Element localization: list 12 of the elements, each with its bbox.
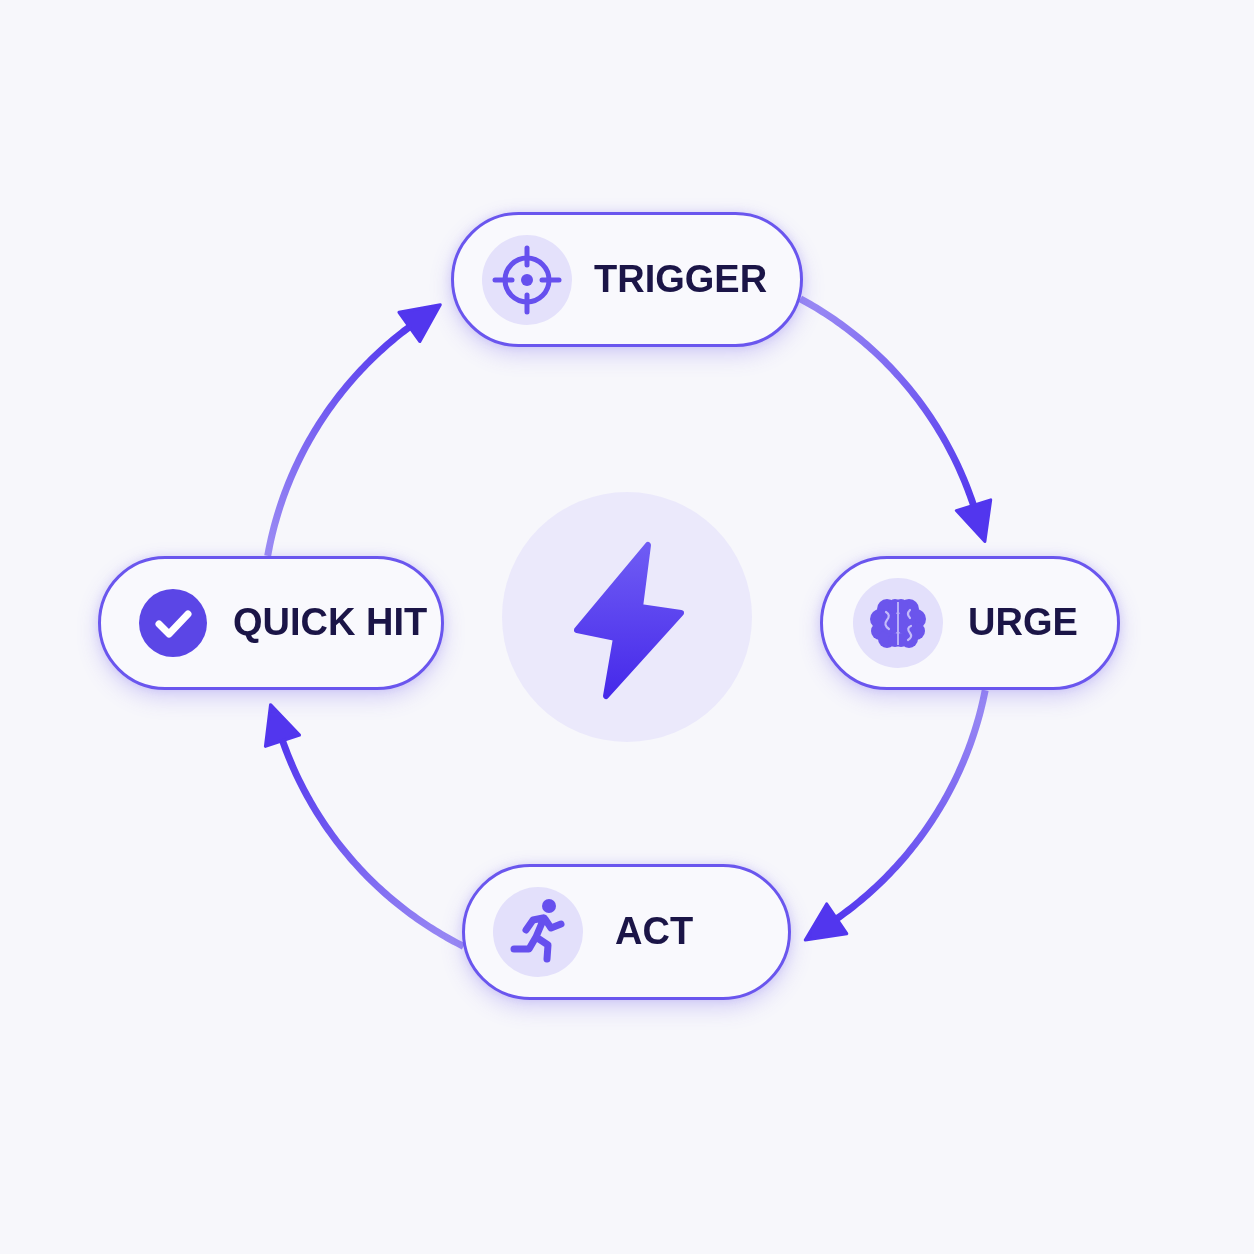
cycle-arrow [264,303,442,557]
step-pill [820,556,1120,690]
cycle-arrow [798,295,993,543]
step-label: ACT [615,911,694,953]
cycle-arrow [263,703,466,950]
step-label: URGE [968,602,1078,644]
step-label: QUICK HIT [233,602,428,644]
step-pill [98,556,444,690]
step-pill [462,864,791,1000]
cycle-arrow [803,689,989,942]
step-label: TRIGGER [594,258,768,301]
step-pill [451,212,803,347]
